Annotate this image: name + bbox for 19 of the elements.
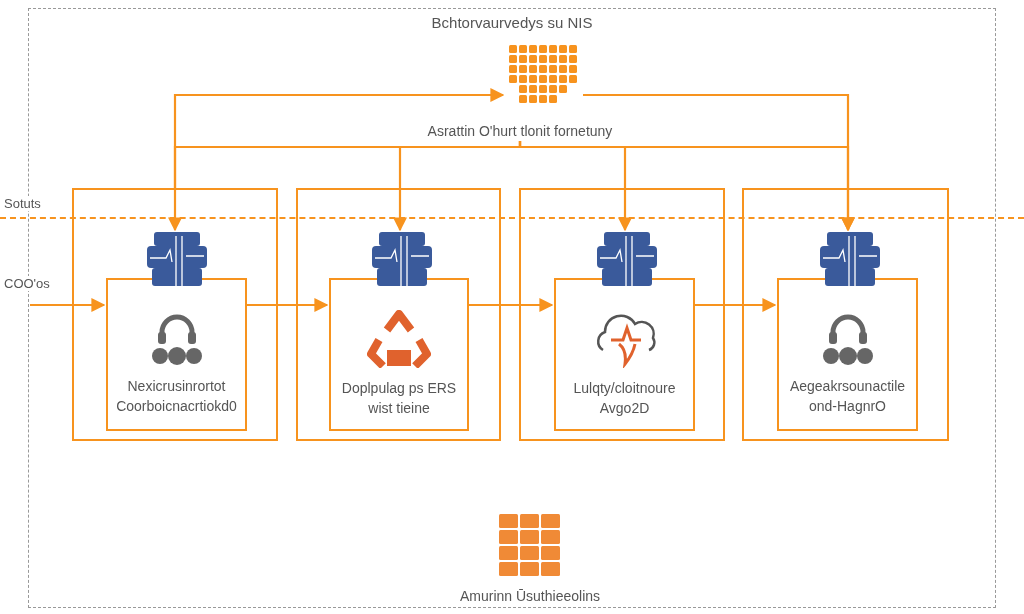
node-label: Nexicrusinrortot Coorboicnacrtiokd0 (115, 377, 238, 417)
node-label: Aegeakrsounactile ond-HagnrO (788, 377, 907, 417)
container-box (296, 188, 501, 441)
arrow (30, 298, 106, 312)
container-box (72, 188, 278, 441)
container-box (742, 188, 949, 441)
process-box (777, 278, 918, 431)
process-box (106, 278, 247, 431)
process-box (554, 278, 695, 431)
bus-label: Asrattin O'hurt tlonit fornetuny (426, 121, 614, 141)
node-label: Amurinn Ūsuthieeolins (458, 586, 602, 606)
side-label: COO'os (2, 276, 52, 291)
side-label: Sotuts (2, 196, 43, 211)
node-label: Doplpulag ps ERS wist tieine (340, 379, 458, 419)
arrow (173, 88, 505, 188)
container-box (519, 188, 725, 441)
process-box (329, 278, 469, 431)
arrow (583, 93, 855, 232)
node-label: Lulqty/cloitnoure Avgo2D (572, 379, 677, 419)
